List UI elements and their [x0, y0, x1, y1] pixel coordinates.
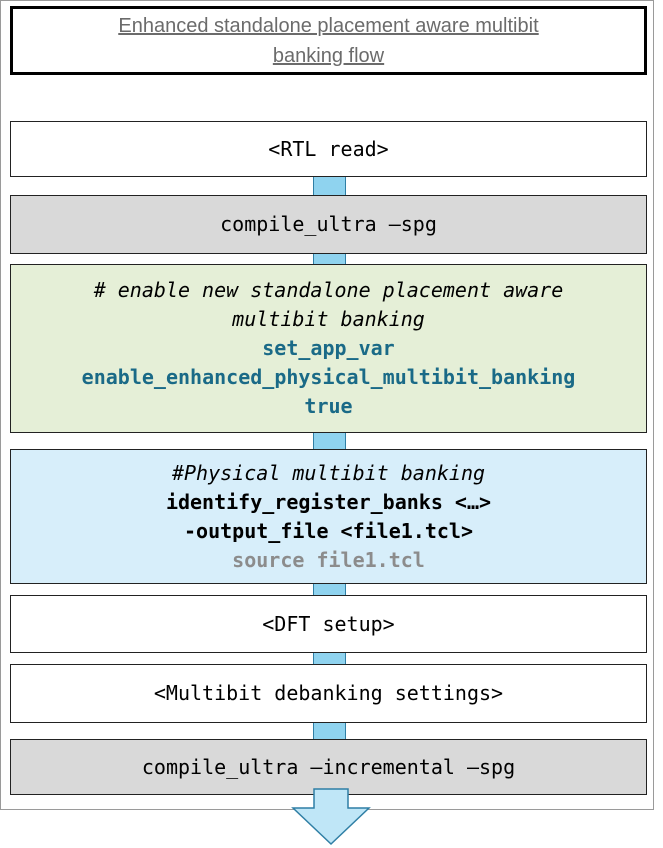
connector-4 — [313, 583, 346, 596]
enable-cmd-line-2: enable_enhanced_physical_multibit_bankin… — [81, 365, 576, 389]
step-enable-banking: # enable new standalone placement aware … — [10, 264, 647, 433]
step-rtl-read-label: <RTL read> — [268, 136, 389, 161]
banking-cmd-line-1: identify_register_banks <…> — [165, 489, 492, 514]
connector-1 — [313, 176, 346, 196]
banking-cmd-line-2: -output_file <file1.tcl> — [184, 518, 473, 543]
enable-cmd-line-1: set_app_var — [262, 336, 395, 360]
step-dft-setup-label: <DFT setup> — [262, 611, 395, 636]
flow-title-line-1: Enhanced standalone placement aware mult… — [118, 14, 539, 37]
enable-comment-line-1: # enable new standalone placement aware — [93, 278, 564, 302]
connector-3 — [313, 432, 346, 450]
flow-title-line-2: banking flow — [272, 44, 385, 67]
banking-comment: #Physical multibit banking — [171, 460, 486, 485]
step-compile-incremental-label: compile_ultra –incremental –spg — [141, 754, 516, 779]
down-arrow-icon — [291, 788, 371, 846]
enable-cmd-line-3: true — [304, 394, 353, 418]
step-compile-spg-label: compile_ultra –spg — [220, 212, 437, 236]
enable-comment-line-2: multibit banking — [232, 307, 425, 331]
connector-5 — [313, 652, 346, 665]
connector-2 — [313, 253, 346, 265]
step-compile-spg: compile_ultra –spg — [10, 195, 647, 254]
step-rtl-read: <RTL read> — [10, 121, 647, 177]
step-debanking-settings-label: <Multibit debanking settings> — [153, 681, 504, 705]
step-physical-banking: #Physical multibit banking identify_regi… — [10, 449, 647, 584]
banking-cmd-line-3: source file1.tcl — [232, 547, 425, 572]
flow-title: Enhanced standalone placement aware mult… — [10, 6, 647, 75]
step-debanking-settings: <Multibit debanking settings> — [10, 664, 647, 723]
step-dft-setup: <DFT setup> — [10, 595, 647, 653]
connector-6 — [313, 722, 346, 740]
step-compile-incremental: compile_ultra –incremental –spg — [10, 739, 647, 795]
